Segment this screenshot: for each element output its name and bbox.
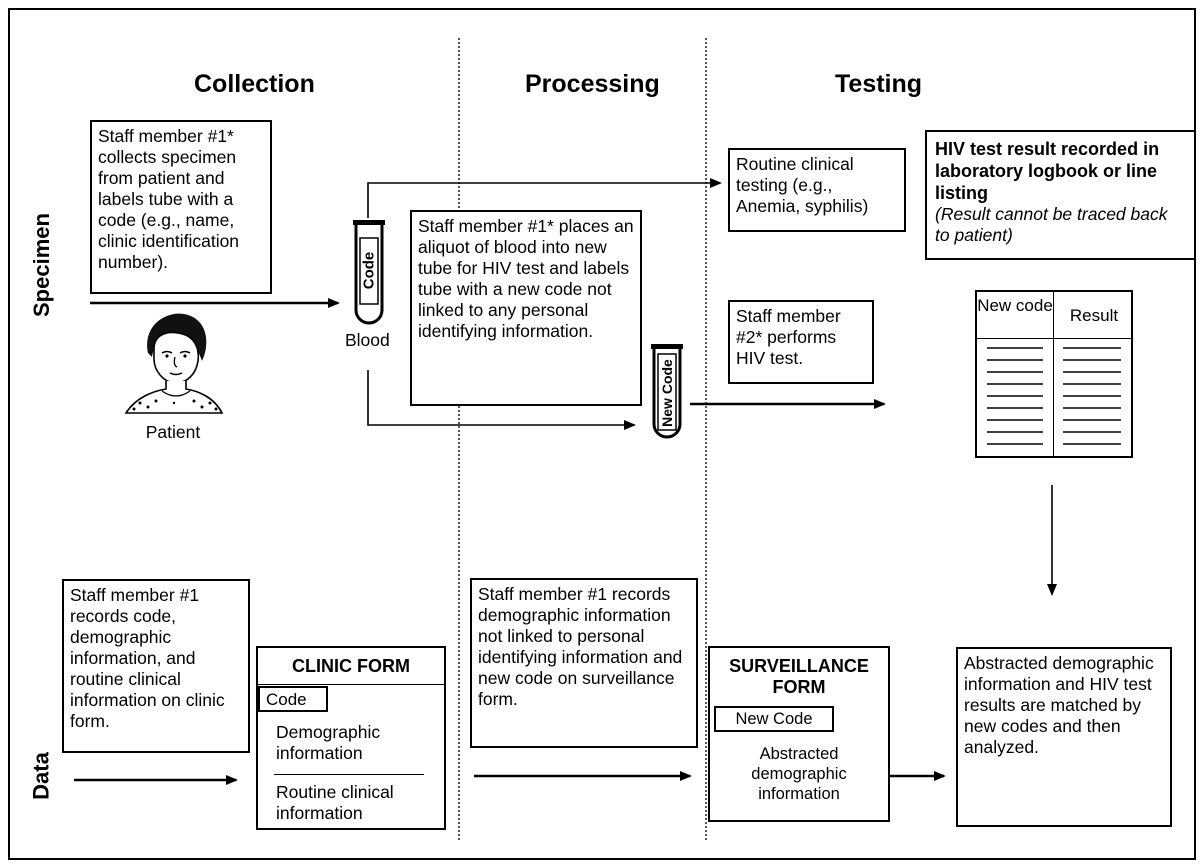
collect-specimen-box: Staff member #1* collects specimen from … — [90, 120, 272, 294]
routine-testing-box: Routine clinical testing (e.g., Anemia, … — [728, 148, 906, 232]
performs-hiv-test-box: Staff member #2* performs HIV test. — [728, 300, 874, 384]
clinic-form-code: Code — [258, 686, 328, 712]
blood-tube-icon — [353, 220, 385, 325]
patient-label: Patient — [145, 422, 201, 442]
surveillance-form-new-code: New Code — [714, 706, 834, 732]
column-header-processing: Processing — [525, 70, 660, 98]
arrow-to-new-tube — [367, 370, 636, 430]
laboratory-logbook: New code Result — [975, 290, 1133, 458]
clinic-form-separator — [274, 774, 424, 775]
patient-icon — [124, 313, 224, 414]
logbook-col-new-code: New code — [977, 296, 1053, 315]
records-code-box: Staff member #1 records code, demographi… — [62, 579, 250, 753]
logbook-spine — [1053, 292, 1054, 456]
logbook-col-result: Result — [1069, 306, 1119, 325]
blood-label: Blood — [345, 330, 390, 350]
clinic-form: CLINIC FORM Code Demographic information… — [256, 646, 446, 830]
column-header-testing: Testing — [835, 70, 923, 98]
logbook-header-rule — [977, 338, 1131, 339]
logbook-lines — [987, 347, 1121, 445]
clinic-form-demographic: Demographic information — [276, 722, 381, 763]
column-header-collection: Collection — [194, 70, 315, 98]
analysis-box: Abstracted demographic information and H… — [956, 647, 1172, 827]
hiv-result-box: HIV test result recorded in laboratory l… — [925, 130, 1196, 260]
arrow-to-routine-testing — [367, 178, 722, 218]
surveillance-form-title: SURVEILLANCE FORM — [729, 656, 869, 697]
hiv-result-text: HIV test result recorded in laboratory l… — [935, 139, 1160, 203]
clinic-form-routine: Routine clinical information — [276, 782, 394, 823]
column-divider-2 — [705, 38, 707, 840]
aliquot-box: Staff member #1* places an aliquot of bl… — [410, 210, 642, 406]
clinic-form-title: CLINIC FORM — [292, 656, 410, 676]
surveillance-records-box: Staff member #1 records demographic info… — [470, 578, 698, 748]
clinic-form-title-rule — [258, 684, 444, 685]
column-divider-1 — [458, 38, 460, 840]
diagram-frame — [8, 8, 1196, 860]
surveillance-form: SURVEILLANCE FORM New Code Abstracted de… — [708, 646, 890, 822]
surveillance-form-abstracted: Abstracted demographic information — [751, 745, 847, 803]
new-code-tube-icon — [651, 344, 683, 439]
hiv-result-note: (Result cannot be traced back to patient… — [935, 204, 1168, 245]
